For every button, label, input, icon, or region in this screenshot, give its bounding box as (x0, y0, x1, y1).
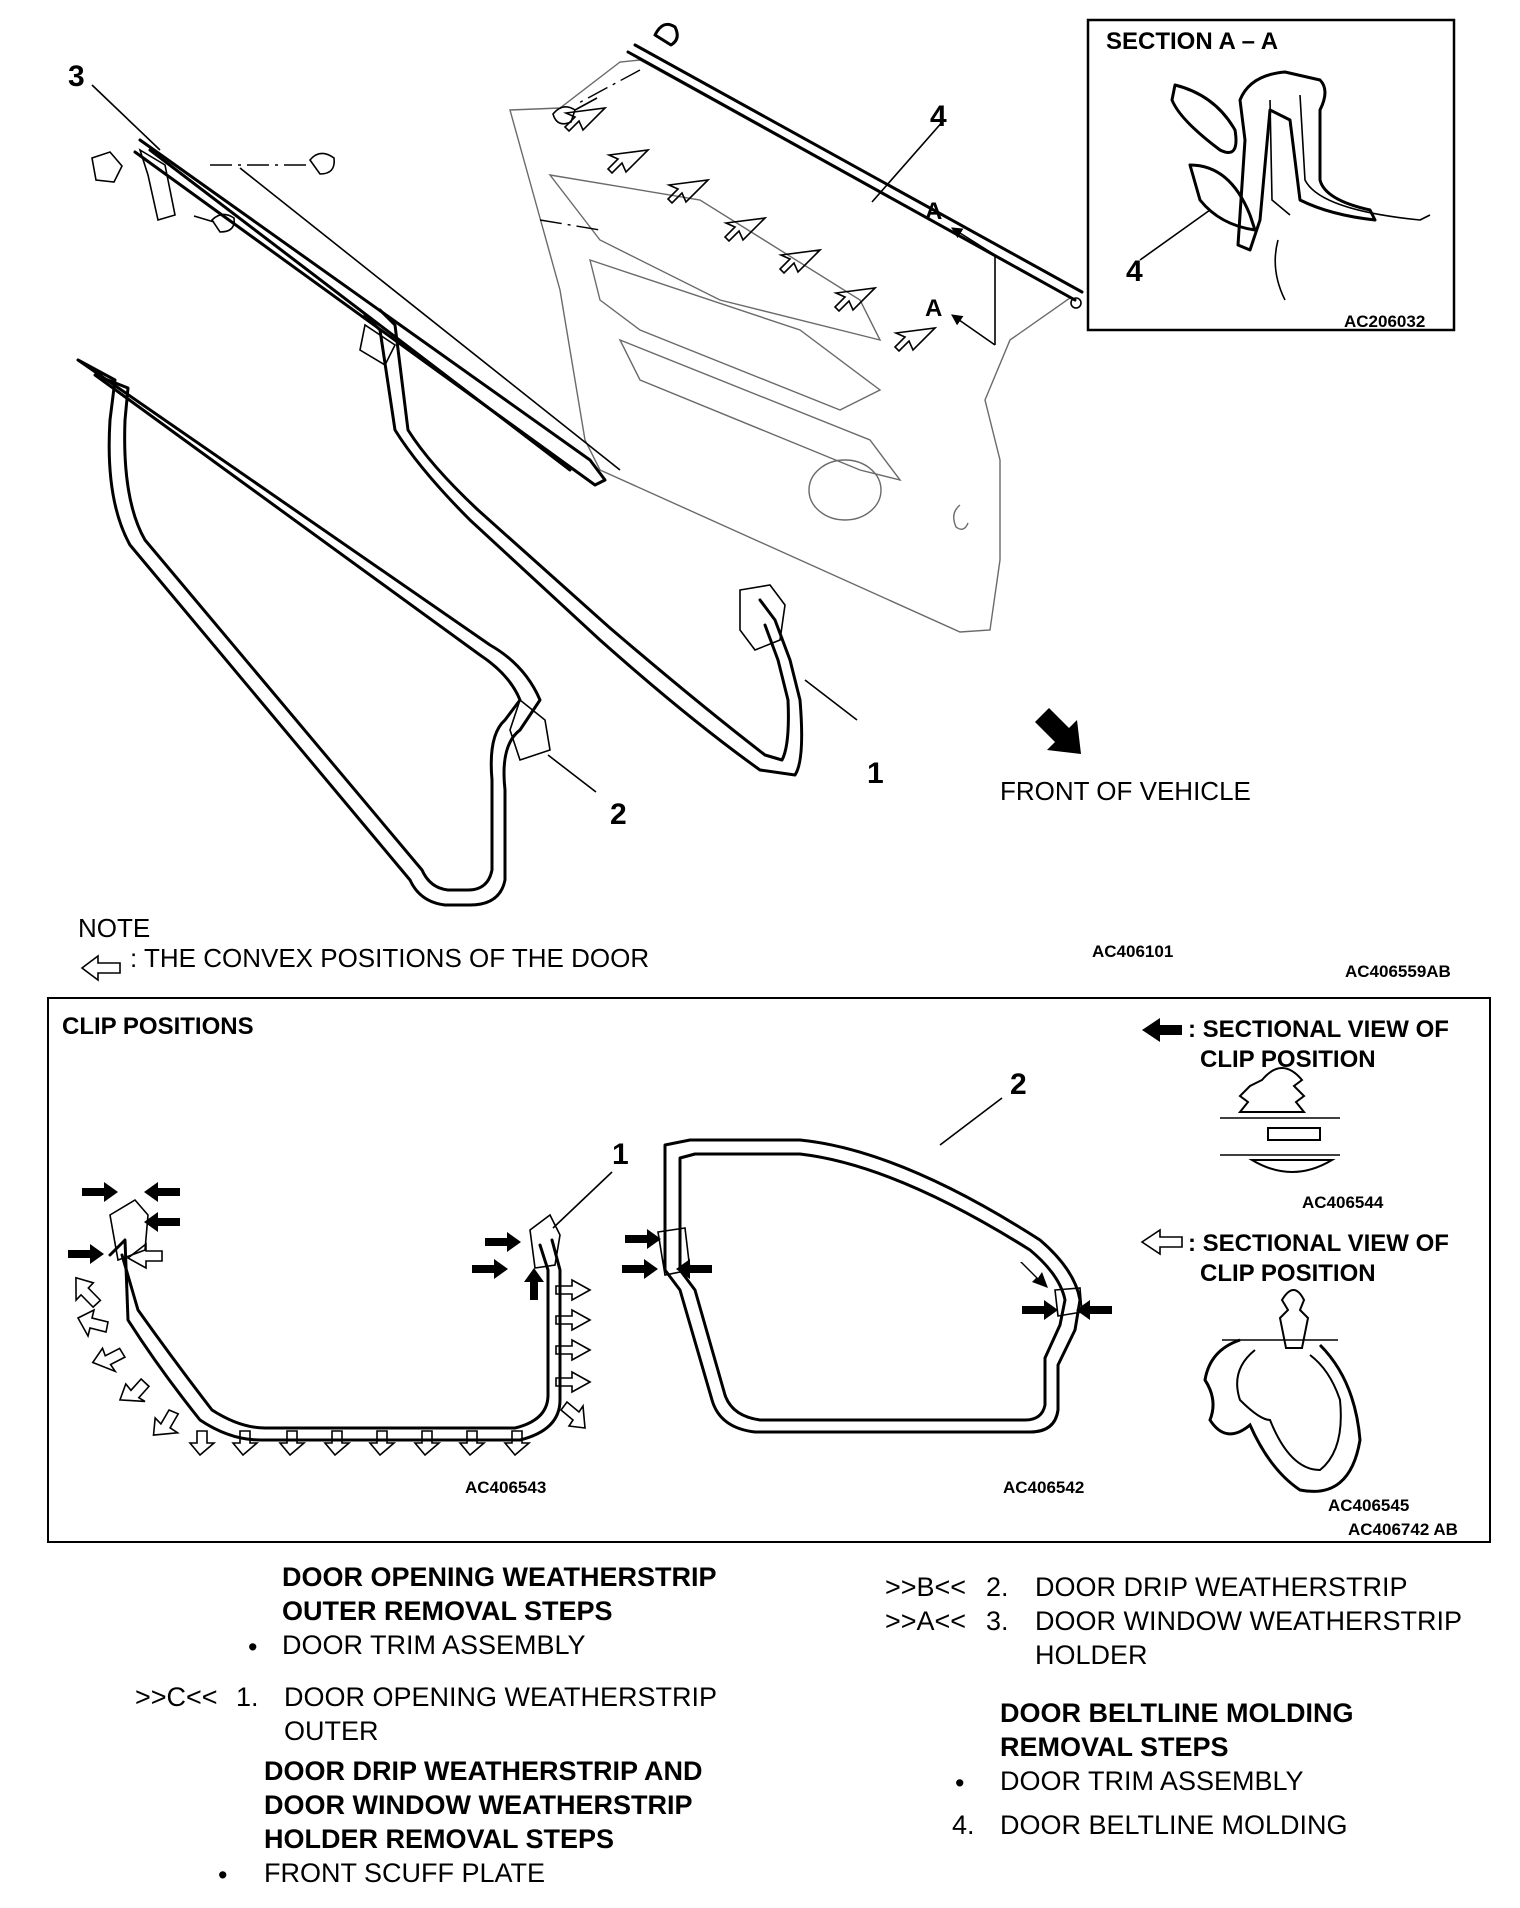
section-mark-upper: A (925, 198, 943, 225)
convex-arrows (563, 106, 938, 353)
legend-hollow-line2: CLIP POSITION (1200, 1260, 1376, 1287)
legend-hollow-arrow (1140, 1228, 1183, 1256)
heading-beltline-l1: DOOR BELTLINE MOLDING (1000, 1698, 1354, 1728)
heading-drip-l3: HOLDER REMOVAL STEPS (264, 1824, 615, 1854)
step1-ref: >>C<< (135, 1682, 218, 1712)
callout-1: 1 (867, 757, 884, 790)
step-door-trim-1: DOOR TRIM ASSEMBLY (282, 1630, 586, 1660)
step4-text: DOOR BELTLINE MOLDING (1000, 1810, 1348, 1840)
note-hollow-arrow (80, 954, 121, 982)
heading-opening-l2: OUTER REMOVAL STEPS (282, 1596, 613, 1626)
section-profile (1170, 70, 1431, 301)
heading-drip-l1: DOOR DRIP WEATHERSTRIP AND (264, 1756, 703, 1786)
callout-4: 4 (930, 100, 947, 133)
step3-num: 3. (986, 1606, 1009, 1636)
door-inner-panel (509, 59, 1072, 633)
clip-drip-weatherstrip (657, 1138, 1083, 1434)
drip-weatherstrip (76, 358, 551, 907)
clip-parts (91, 151, 336, 233)
bullet-icon: • (218, 1860, 228, 1890)
clip-code-mid: AC406542 (1003, 1478, 1085, 1497)
weatherstrip-clip-drawing (1203, 1289, 1362, 1493)
step-front-scuff: FRONT SCUFF PLATE (264, 1858, 546, 1888)
opening-weatherstrip-outer (359, 308, 804, 777)
legend-solid-line1: : SECTIONAL VIEW OF (1188, 1016, 1449, 1043)
step2-ref: >>B<< (885, 1572, 967, 1602)
heading-beltline-l2: REMOVAL STEPS (1000, 1732, 1229, 1762)
bullet-icon: • (248, 1632, 258, 1662)
step1-text-l2: OUTER (284, 1716, 379, 1746)
step3-text-l1: DOOR WINDOW WEATHERSTRIP (1035, 1606, 1462, 1636)
front-of-vehicle-label: FRONT OF VEHICLE (1000, 776, 1251, 806)
figure-code-main: AC406101 (1092, 942, 1174, 961)
clip-box-frame (47, 997, 1491, 1543)
clip-outer-weatherstrip (108, 1198, 562, 1442)
window-weatherstrip-holder (133, 138, 621, 487)
heading-drip-l2: DOOR WINDOW WEATHERSTRIP (264, 1790, 693, 1820)
callout-2: 2 (610, 798, 627, 831)
section-title: SECTION A – A (1106, 28, 1279, 55)
legend-solid-line2: CLIP POSITION (1200, 1046, 1376, 1073)
clip-positions-title: CLIP POSITIONS (62, 1013, 254, 1040)
clip-code-sheet: AC406742 AB (1348, 1520, 1458, 1539)
legend-solid-code: AC406544 (1302, 1193, 1384, 1212)
clip1-hollow-arrows (75, 1242, 592, 1457)
note-text: : THE CONVEX POSITIONS OF THE DOOR (130, 943, 650, 973)
step3-text-l2: HOLDER (1035, 1640, 1148, 1670)
section-code: AC206032 (1344, 312, 1426, 331)
push-clip-drawing (1220, 1067, 1340, 1173)
step3-ref: >>A<< (885, 1606, 967, 1636)
step-door-trim-2: DOOR TRIM ASSEMBLY (1000, 1766, 1304, 1796)
step1-text-l1: DOOR OPENING WEATHERSTRIP (284, 1682, 718, 1712)
beltline-molding (626, 22, 1084, 309)
step4-num: 4. (952, 1810, 975, 1840)
front-arrow (1035, 708, 1081, 754)
callout-3: 3 (68, 60, 85, 93)
section-callout-4: 4 (1126, 255, 1143, 288)
figure-code-sheet: AC406559AB (1345, 962, 1451, 981)
clip-code-left: AC406543 (465, 1478, 547, 1497)
legend-hollow-line1: : SECTIONAL VIEW OF (1188, 1230, 1449, 1257)
clip2-solid-arrows (622, 1229, 1112, 1320)
section-mark-lower: A (925, 295, 943, 322)
clip-callout-2: 2 (1010, 1068, 1027, 1101)
section-box-frame (1086, 18, 1456, 332)
legend-solid-arrow (1142, 1018, 1182, 1042)
step2-num: 2. (986, 1572, 1009, 1602)
bullet-icon: • (955, 1768, 965, 1798)
heading-opening-l1: DOOR OPENING WEATHERSTRIP (282, 1562, 717, 1592)
step2-text: DOOR DRIP WEATHERSTRIP (1035, 1572, 1408, 1602)
clip1-solid-arrows (68, 1182, 544, 1300)
clip-callout-1: 1 (612, 1138, 629, 1171)
step1-num: 1. (236, 1682, 259, 1712)
note-title: NOTE (78, 913, 151, 943)
legend-hollow-code: AC406545 (1328, 1496, 1410, 1515)
